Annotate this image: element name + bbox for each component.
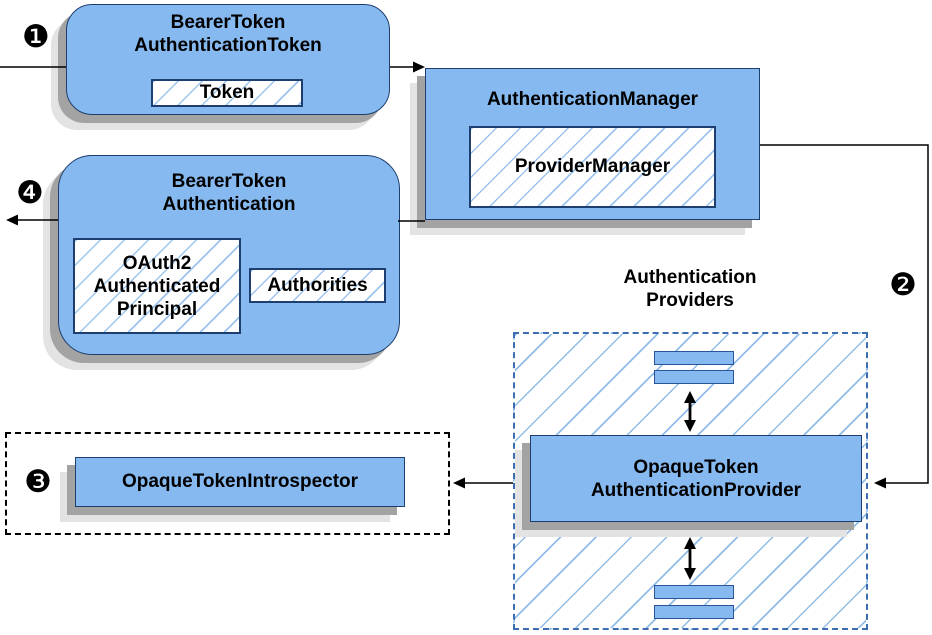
authorities-label: Authorities <box>267 274 368 296</box>
provider-manager-label: ProviderManager <box>514 156 671 177</box>
opaque-token-authentication-provider-box: OpaqueToken AuthenticationProvider <box>530 435 862 522</box>
principal-label-line2: Authenticated <box>93 275 221 297</box>
authorities-box: Authorities <box>249 268 386 303</box>
step-3-badge: ❸ <box>24 464 52 500</box>
bta-label-line1: BearerToken <box>171 171 287 192</box>
provider-placeholder-bar-bottom-1 <box>654 585 734 599</box>
step-1-badge: ❶ <box>22 19 50 55</box>
bearer-token-authentication-box: BearerToken Authentication OAuth2 Authen… <box>58 155 400 355</box>
provider-to-introspector-arrowhead-icon <box>453 477 465 489</box>
provider-label-line1: OpaqueToken <box>633 456 759 478</box>
providers-heading-line1: Authentication <box>623 267 757 288</box>
principal-label-line1: OAuth2 <box>122 252 192 274</box>
step-4-badge: ❹ <box>16 175 44 211</box>
manager-to-provider-arrowhead-icon <box>874 477 886 489</box>
opaque-token-introspector-box: OpaqueTokenIntrospector <box>75 457 405 507</box>
providers-heading-line2: Providers <box>646 290 734 311</box>
principal-label-line3: Principal <box>116 298 198 320</box>
authentication-providers-heading: Authentication Providers <box>590 266 790 312</box>
introspector-dashed-container: OpaqueTokenIntrospector <box>5 432 450 535</box>
token-label: Token <box>199 82 255 103</box>
provider-placeholder-bar-top-1 <box>654 351 734 365</box>
authentication-manager-title: AuthenticationManager <box>486 89 699 110</box>
token-to-manager-arrowhead-icon <box>413 61 425 73</box>
oauth2-authenticated-principal-label: OAuth2 Authenticated Principal <box>75 252 239 321</box>
bearer-token-authentication-token-box: BearerToken AuthenticationToken Token <box>66 4 390 115</box>
authentication-manager-box: AuthenticationManager ProviderManager <box>425 68 760 220</box>
bearer-token-authentication-label: BearerToken Authentication <box>59 170 399 216</box>
token-inner-box: Token <box>151 79 303 107</box>
bearer-token-authentication-token-label: BearerToken AuthenticationToken <box>67 11 389 57</box>
step-2-badge: ❷ <box>889 267 917 303</box>
bta-token-label-line2: AuthenticationToken <box>134 35 322 56</box>
provider-placeholder-bar-bottom-2 <box>654 605 734 619</box>
provider-manager-inner-box: ProviderManager <box>469 126 716 208</box>
authentication-manager-label: AuthenticationManager <box>426 88 759 111</box>
provider-placeholder-bar-top-2 <box>654 370 734 384</box>
authentication-out-arrowhead-icon <box>6 214 18 226</box>
bta-token-label-line1: BearerToken <box>170 12 286 33</box>
provider-label-line2: AuthenticationProvider <box>590 479 802 501</box>
bta-label-line2: Authentication <box>162 194 296 215</box>
opaque-token-authentication-provider-label: OpaqueToken AuthenticationProvider <box>531 456 861 502</box>
oauth2-authenticated-principal-box: OAuth2 Authenticated Principal <box>73 238 241 334</box>
opaque-token-introspector-label: OpaqueTokenIntrospector <box>121 471 359 492</box>
authentication-providers-group: OpaqueToken AuthenticationProvider <box>513 332 868 630</box>
